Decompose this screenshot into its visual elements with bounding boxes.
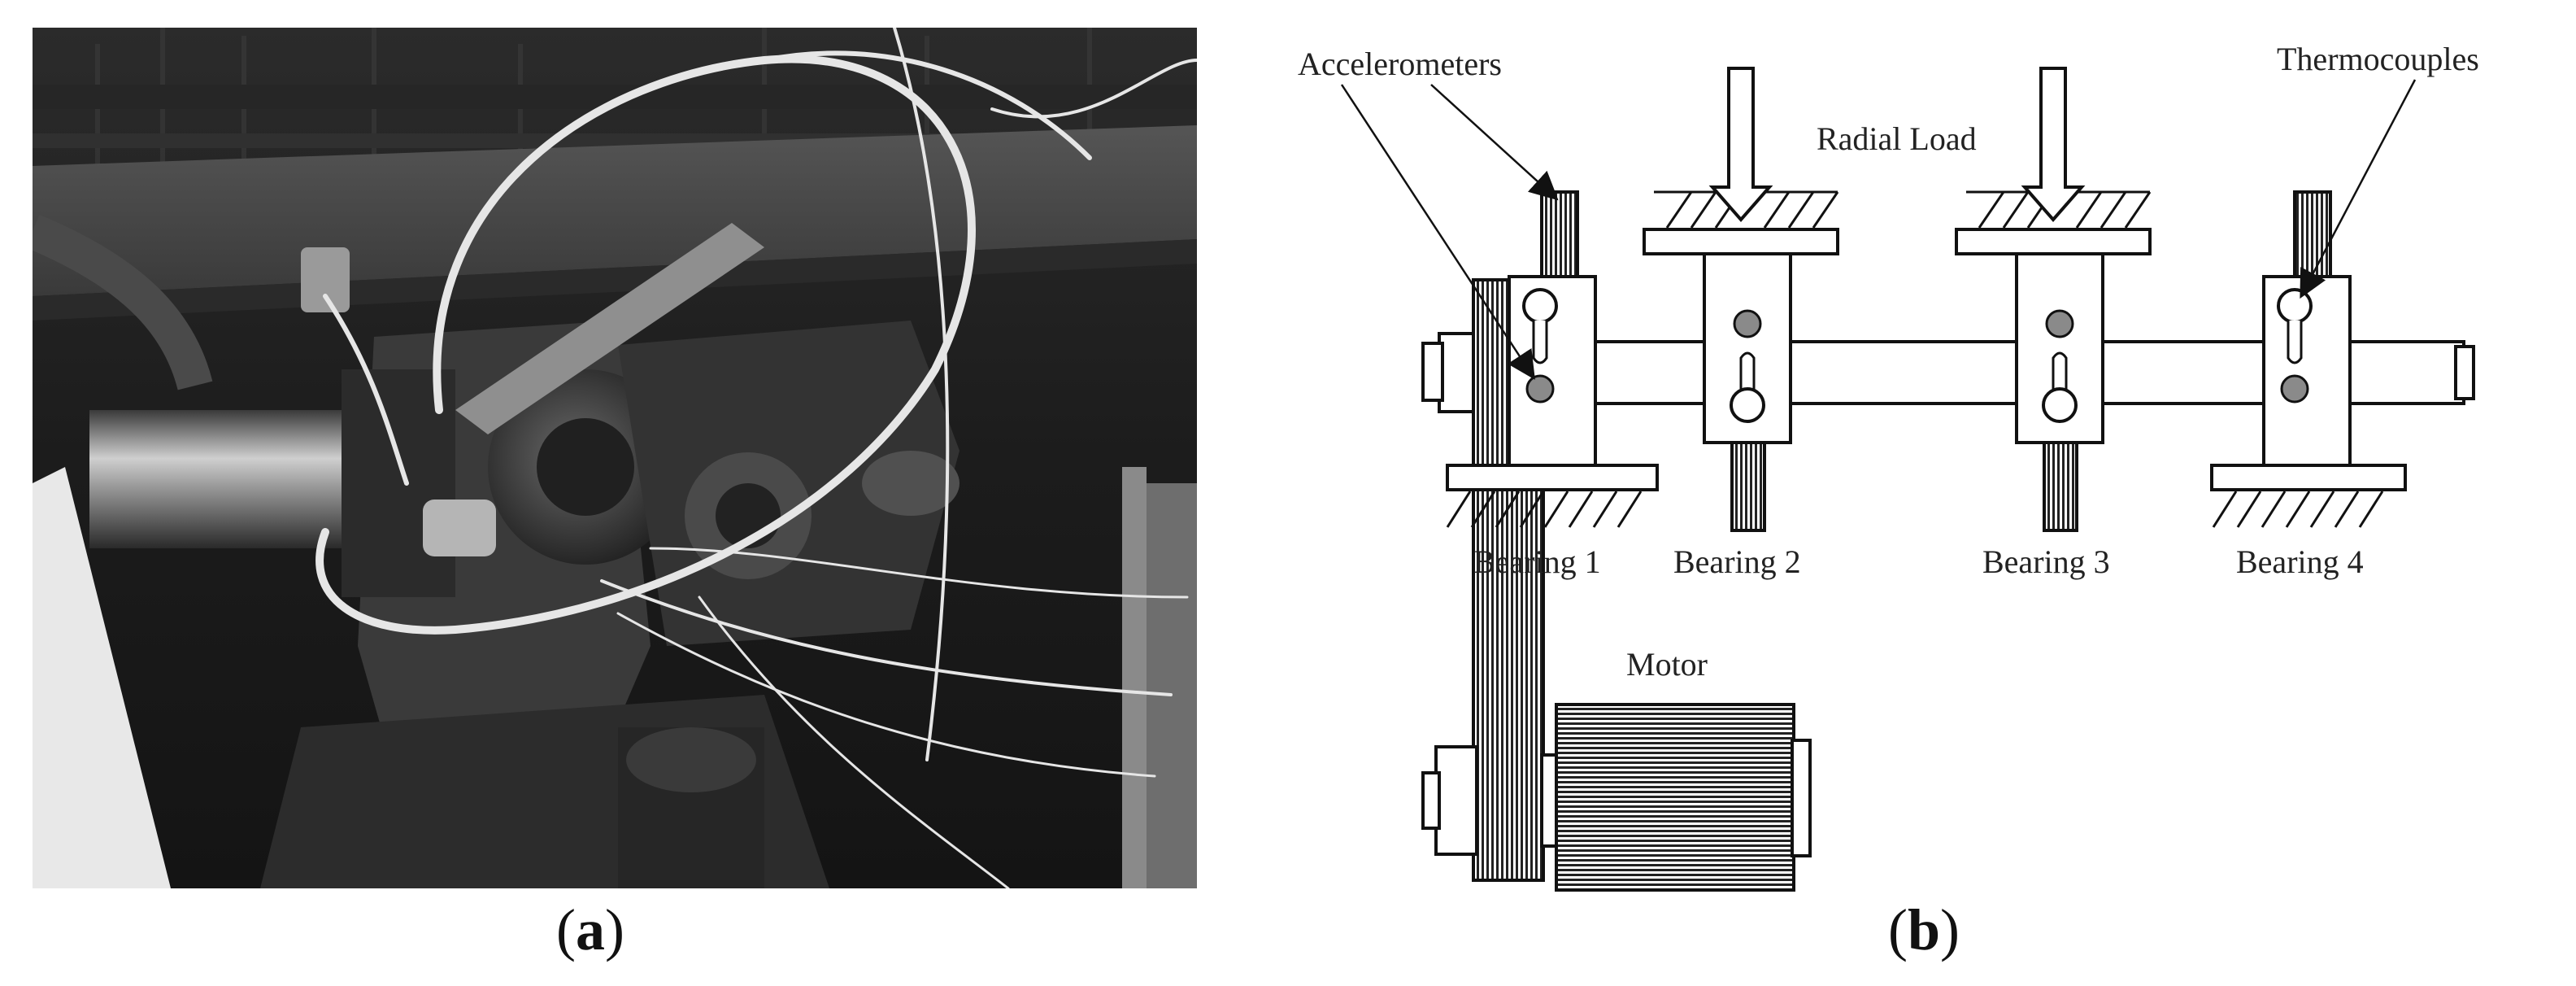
accelerometers-leader-2	[1430, 84, 1559, 201]
bearing-3-slot	[2052, 351, 2068, 395]
bearing-1-top-post	[1540, 190, 1579, 278]
bearing-4-thermocouple-port	[2277, 288, 2313, 324]
test-rig-photo-svg	[33, 28, 1197, 888]
bearing-4: Bearing 4	[2210, 190, 2407, 580]
shaft-right-end	[2454, 345, 2475, 400]
bearing-2-label: Bearing 2	[1673, 543, 1801, 580]
motor-end-cap	[1791, 739, 1812, 857]
bearing-4-accelerometer-dot	[2280, 374, 2309, 404]
radial-load-label: Radial Load	[1817, 120, 1977, 157]
bearing-4-label: Bearing 4	[2236, 543, 2364, 580]
caption-b-open: (	[1888, 897, 1908, 962]
caption-a-open: (	[556, 897, 576, 962]
shaft-left-collar	[1438, 332, 1477, 413]
caption-a-close: )	[604, 897, 624, 962]
caption-a-letter: a	[575, 897, 605, 962]
bearing-4-base	[2210, 464, 2407, 491]
test-rig-schematic: Motor Bearing 1	[1252, 0, 2576, 895]
bearing-2-thermocouple-port	[1730, 387, 1765, 423]
caption-b-close: )	[1940, 897, 1960, 962]
bearing-1-slot	[1532, 321, 1548, 364]
bearing-3-bottom-post	[2043, 441, 2078, 532]
thermocouples-leader	[2300, 79, 2417, 299]
caption-a: (a)	[556, 897, 624, 964]
motor	[1555, 703, 1795, 892]
caption-b-letter: b	[1907, 897, 1941, 962]
bearing-3-thermocouple-port	[2042, 387, 2078, 423]
bearing-1: Bearing 1	[1446, 190, 1659, 580]
accelerometers-label: Accelerometers	[1298, 46, 1502, 82]
motor-shaft-end	[1421, 771, 1441, 830]
test-rig-photo	[33, 28, 1197, 888]
bearing-3-load-plate	[1955, 228, 2152, 255]
bearing-2-load-plate	[1643, 228, 1839, 255]
bearing-1-accelerometer-dot	[1525, 374, 1555, 404]
bearing-4-top-post	[2293, 190, 2332, 278]
bearing-1-thermocouple-port	[1522, 288, 1558, 324]
bearing-3: Bearing 3	[1955, 67, 2152, 580]
thermocouples-label: Thermocouples	[2277, 41, 2479, 77]
shaft-left-end	[1421, 342, 1444, 402]
bearing-1-label: Bearing 1	[1473, 543, 1601, 580]
bearing-2: Bearing 2	[1643, 67, 1839, 580]
bearing-2-load-arrow	[1708, 67, 1773, 223]
caption-b: (b)	[1888, 897, 1960, 964]
bearing-2-accelerometer-dot	[1733, 309, 1762, 338]
accelerometers-leader-1	[1340, 84, 1535, 380]
motor-label: Motor	[1626, 646, 1708, 683]
bearing-3-label: Bearing 3	[1982, 543, 2110, 580]
motor-shaft-collar	[1434, 745, 1478, 856]
bearing-2-slot	[1739, 351, 1756, 395]
bearing-2-bottom-post	[1730, 441, 1766, 532]
bearing-1-base	[1446, 464, 1659, 491]
schematic-svg: Motor Bearing 1	[1298, 41, 2479, 892]
bearing-3-load-arrow	[2021, 67, 2086, 223]
bearing-3-accelerometer-dot	[2045, 309, 2074, 338]
bearing-4-slot	[2287, 321, 2303, 364]
